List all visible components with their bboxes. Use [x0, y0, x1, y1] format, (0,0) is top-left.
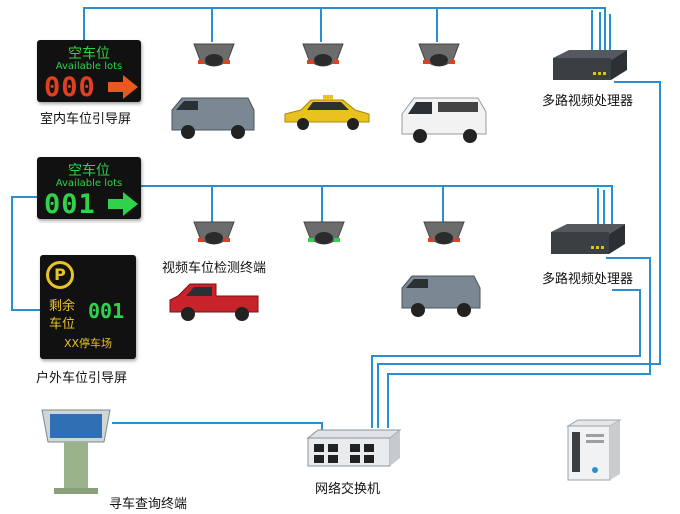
- video-processor-icon: [553, 50, 627, 80]
- pickup-truck-icon: [169, 283, 259, 321]
- remain-label: 剩余: [49, 299, 76, 314]
- screen-title: 空车位: [68, 46, 110, 62]
- video-processor-icon: [551, 224, 625, 254]
- indoor-screen-caption: 室内车位引导屏: [40, 112, 132, 127]
- van-icon: [401, 275, 481, 317]
- available-count: 001: [88, 299, 125, 323]
- indoor-guidance-screen: 空车位 Available lots 000: [37, 40, 141, 103]
- available-count: 000: [44, 72, 96, 103]
- outdoor-screen-caption: 户外车位引导屏: [36, 371, 128, 386]
- camera-detector-icon: [193, 43, 235, 67]
- arrow-right-icon: [108, 192, 138, 216]
- detector-caption: 视频车位检测终端: [162, 261, 267, 276]
- lot-name: XX停车场: [63, 337, 113, 350]
- server-icon: [566, 419, 622, 481]
- screen-title: 空车位: [68, 163, 110, 179]
- camera-detector-icon: [418, 43, 460, 67]
- arrow-right-icon: [108, 75, 138, 99]
- network-switch-icon: [306, 429, 402, 467]
- middle-guidance-screen: 空车位 Available lots 001: [37, 157, 141, 220]
- camera-detector-icon: [303, 221, 345, 245]
- spaces-label: 车位: [49, 317, 76, 332]
- available-count: 001: [44, 189, 96, 220]
- outdoor-guidance-screen: P 剩余 车位 001 XX停车场: [40, 255, 136, 359]
- query-kiosk-icon: [41, 409, 111, 494]
- camera-detector-icon: [302, 43, 344, 67]
- kiosk-caption: 寻车查询终端: [109, 497, 188, 512]
- camera-detector-icon: [193, 221, 235, 245]
- van-icon: [171, 97, 255, 139]
- video-processor-caption: 多路视频处理器: [542, 94, 634, 109]
- taxi-icon: [284, 95, 370, 130]
- switch-caption: 网络交换机: [315, 482, 381, 497]
- screen-subtitle: Available lots: [55, 61, 123, 72]
- white-van-icon: [401, 97, 487, 143]
- screen-subtitle: Available lots: [55, 178, 123, 189]
- video-processor-caption: 多路视频处理器: [542, 272, 634, 287]
- camera-detector-icon: [423, 221, 465, 245]
- parking-p-icon: P: [46, 261, 74, 289]
